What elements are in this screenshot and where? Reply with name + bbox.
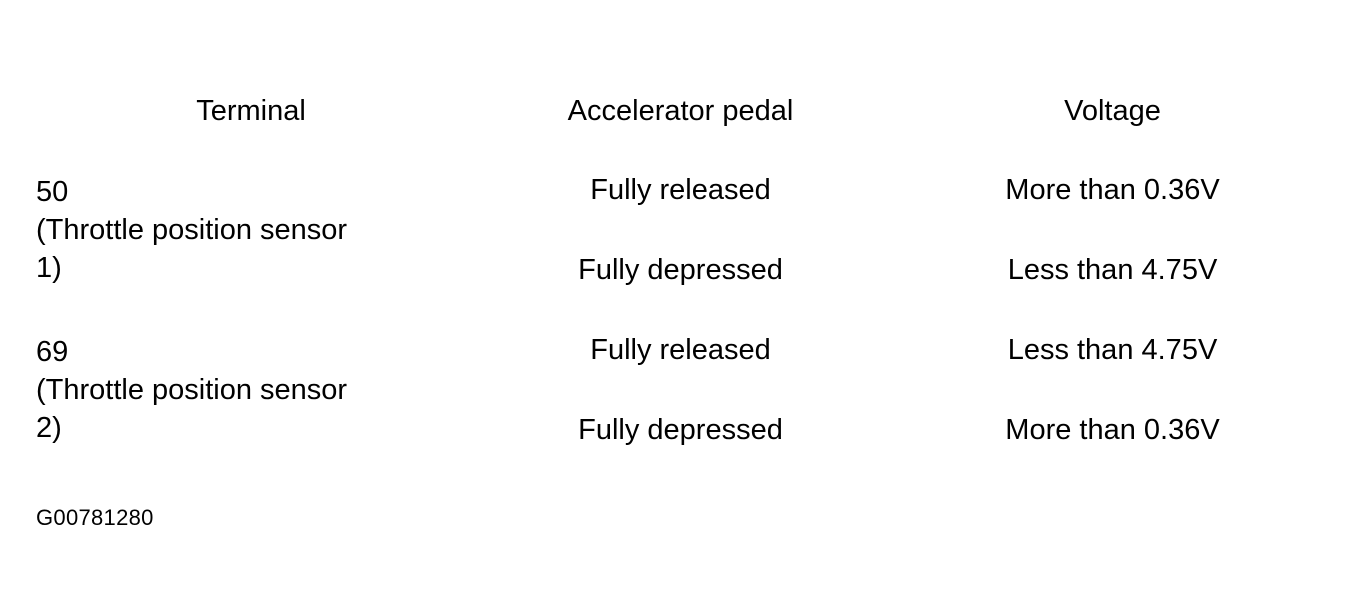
terminal-description-line-1: (Throttle position sensor <box>36 373 348 406</box>
voltage-value-cell: More than 0.36V <box>1005 173 1220 206</box>
table-row: Fully depressed Less than 4.75V <box>36 230 1330 310</box>
terminal-voltage-table: Terminal Accelerator pedal Voltage 50 (T… <box>36 72 1330 470</box>
table-row: Fully depressed More than 0.36V <box>36 390 1330 470</box>
voltage-value-cell: Less than 4.75V <box>1007 333 1218 366</box>
voltage-value-cell: More than 0.36V <box>1005 413 1220 446</box>
voltage-value-cell: Less than 4.75V <box>1007 253 1218 286</box>
column-header-voltage: Voltage <box>1064 94 1161 127</box>
table-header-row: Terminal Accelerator pedal Voltage <box>36 72 1330 150</box>
table-row: 69 (Throttle position sensor 2) Fully re… <box>36 310 1330 444</box>
terminal-cell-50: 50 (Throttle position sensor 1) <box>36 150 466 310</box>
terminal-number: 69 <box>36 335 69 368</box>
pedal-state-cell: Fully released <box>590 333 771 366</box>
terminal-description-line-2: 1) <box>36 252 62 285</box>
pedal-state-cell: Fully released <box>590 173 771 206</box>
terminal-number: 50 <box>36 175 69 208</box>
terminal-description-line-2: 2) <box>36 412 62 445</box>
pedal-state-cell: Fully depressed <box>578 413 783 446</box>
terminal-description-line-1: (Throttle position sensor <box>36 213 348 246</box>
pedal-state-cell: Fully depressed <box>578 253 783 286</box>
terminal-cell-69: 69 (Throttle position sensor 2) <box>36 310 466 470</box>
figure-id-caption: G00781280 <box>36 505 154 530</box>
table-row: 50 (Throttle position sensor 1) Fully re… <box>36 150 1330 284</box>
column-header-terminal: Terminal <box>196 94 306 127</box>
column-header-accelerator-pedal: Accelerator pedal <box>567 94 794 127</box>
